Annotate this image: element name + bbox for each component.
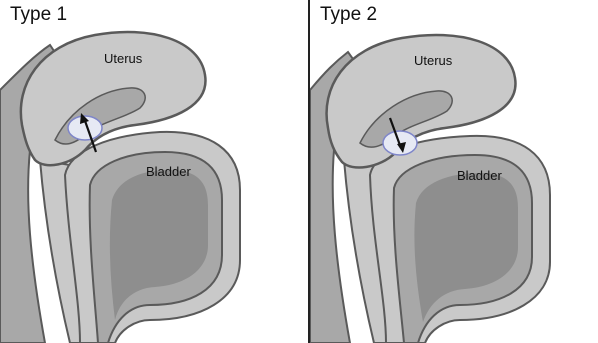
panel-type-1: Type 1 Uterus Bladder (0, 0, 310, 343)
panel-title: Type 2 (320, 4, 377, 26)
bladder-label: Bladder (457, 168, 502, 183)
uterus-label: Uterus (414, 53, 452, 68)
panel-type-2: Type 2 Uterus Bladder (310, 0, 598, 343)
anatomy-illustration-type-2 (310, 0, 598, 343)
bladder-label: Bladder (146, 164, 191, 179)
panel-title: Type 1 (10, 4, 67, 26)
uterus-label: Uterus (104, 51, 142, 66)
